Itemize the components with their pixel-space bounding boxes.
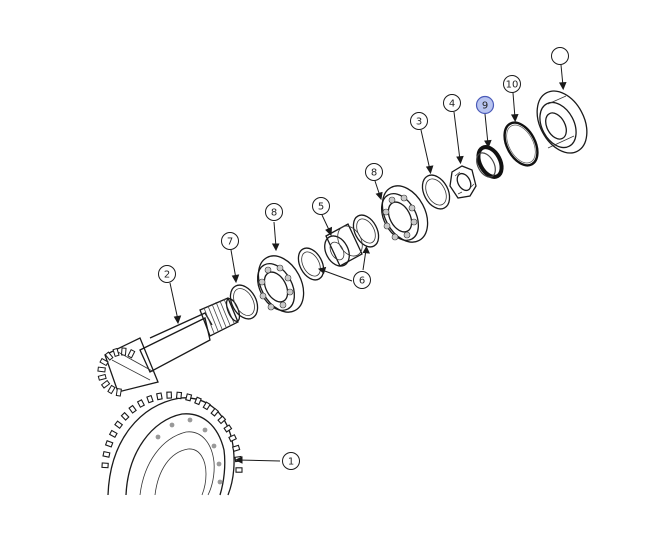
callout-7: 7 [221,232,239,250]
callout-4: 4 [443,94,461,112]
callout-10-label: 10 [506,80,519,91]
callout-3-label: 3 [416,117,422,128]
part-bearing-8-right [380,185,429,243]
callout-8-left: 8 [265,203,283,221]
callout-1-label: 1 [288,457,294,468]
callout-9-label: 9 [482,101,488,112]
callout-8-right-label: 8 [371,168,377,179]
callout-5-label: 5 [318,202,324,213]
part-oring-10 [503,121,539,167]
part-spacer-5 [324,223,363,267]
part-shim-6a [297,247,325,281]
part-shim-7 [229,284,259,320]
callout-8-left-label: 8 [271,208,277,219]
callout-9-highlighted: 9 [475,95,495,115]
callout-1: 1 [282,452,300,470]
part-nut-4 [449,165,477,199]
callout-6: 6 [353,271,371,289]
callout-11-partial [551,47,569,65]
part-ring-3 [421,174,451,210]
callout-2: 2 [158,265,176,283]
callout-3: 3 [410,112,428,130]
part-ring-gear [101,391,243,496]
callout-4-label: 4 [449,99,455,110]
part-seal-9 [476,145,504,179]
part-shim-6b [352,214,380,248]
callout-5: 5 [312,197,330,215]
callout-8-right: 8 [365,163,383,181]
callout-10: 10 [503,75,521,93]
part-housing-flange [536,90,588,154]
callout-6-label: 6 [359,276,365,287]
callout-7-label: 7 [227,237,233,248]
part-bearing-8-left [256,255,305,313]
part-pinion-shaft [97,297,241,397]
leader-lines [169,64,567,464]
callout-2-label: 2 [164,270,170,281]
